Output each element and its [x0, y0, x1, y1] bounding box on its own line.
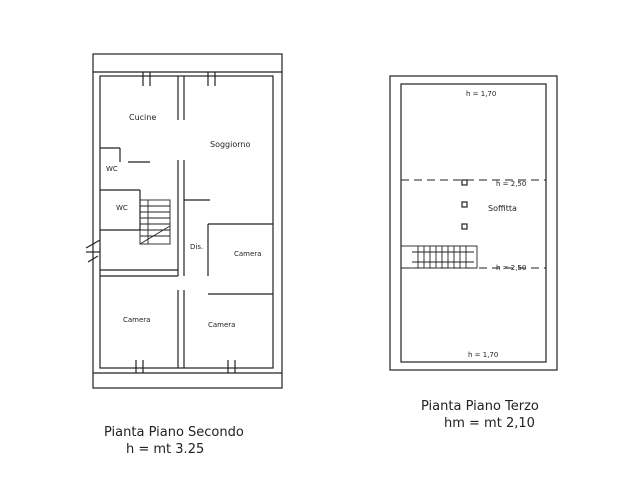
third-floor-labels: h = 1,70 h = 2,50 Soffitta h = 2,50 h = … — [466, 90, 526, 359]
second-floor-caption-title: Pianta Piano Secondo — [104, 425, 244, 440]
room-label-camera-right: Camera — [234, 250, 261, 258]
staircase — [139, 199, 171, 245]
outer-wall-inner — [99, 75, 274, 369]
height-label-upper: h = 2,50 — [496, 180, 526, 188]
room-label-camera-left: Camera — [123, 316, 150, 324]
attic-inner-wall — [400, 83, 547, 363]
windows-top — [142, 72, 216, 86]
height-label-lower: h = 2,50 — [496, 264, 526, 272]
second-floor-caption-height: h = mt 3.25 — [126, 442, 205, 457]
second-floor-plan — [85, 53, 283, 389]
windows-bottom — [135, 360, 236, 373]
second-floor-labels: Cucine Soggiorno WC WC Dis. Camera Camer… — [106, 113, 261, 329]
interior-walls — [100, 76, 273, 368]
attic-outer-wall — [389, 75, 558, 371]
room-label-wc-upper: WC — [106, 165, 118, 173]
third-floor-plan — [389, 75, 558, 371]
room-label-cucina: Cucine — [129, 113, 156, 122]
attic-staircase — [400, 245, 478, 269]
third-floor-caption-height: hm = mt 2,10 — [444, 416, 535, 431]
attic-room-label: Soffitta — [488, 204, 517, 213]
height-label-bottom: h = 1,70 — [468, 351, 498, 359]
room-label-camera-bottom: Camera — [208, 321, 235, 329]
room-label-wc-lower: WC — [116, 204, 128, 212]
room-label-disimpegno: Dis. — [190, 243, 203, 251]
room-label-soggiorno: Soggiorno — [210, 140, 250, 149]
outer-wall-outer — [92, 53, 283, 389]
height-label-top: h = 1,70 — [466, 90, 496, 98]
third-floor-caption-title: Pianta Piano Terzo — [421, 399, 539, 414]
